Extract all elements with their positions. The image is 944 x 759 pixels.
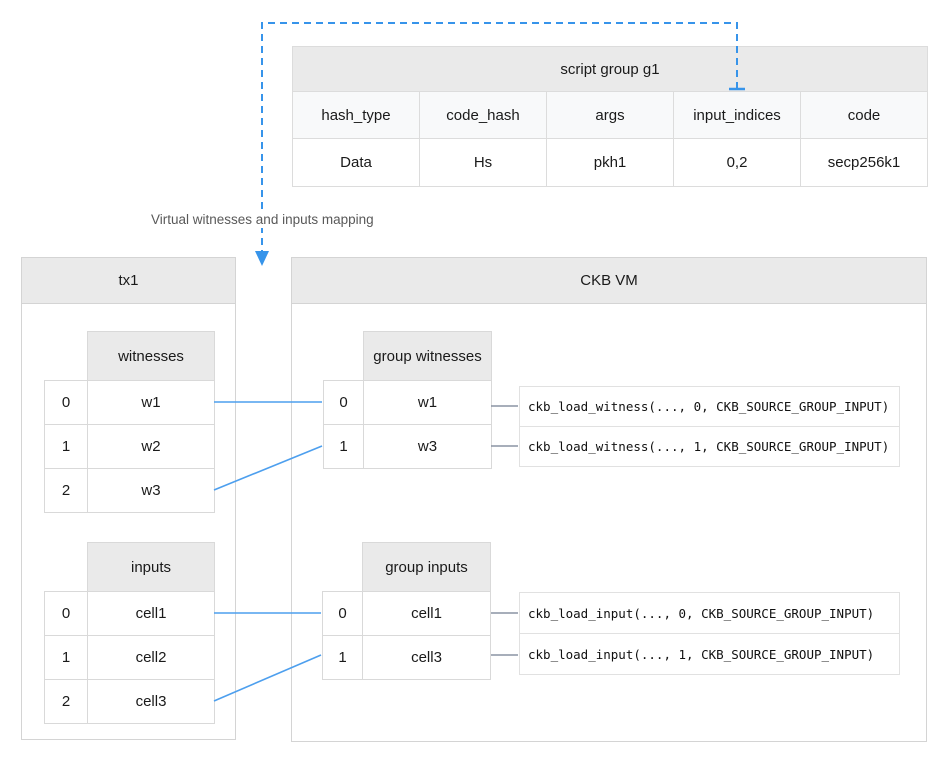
group-witnesses-table: group witnesses 0 w1 1 w3 (323, 331, 492, 469)
spacer-cell (45, 332, 88, 381)
input-index: 1 (44, 635, 88, 680)
cell-code: secp256k1 (800, 138, 928, 187)
group-input-index: 1 (322, 635, 363, 680)
spacer-cell (45, 543, 88, 592)
table-row: 1 cell3 (322, 635, 491, 680)
group-witness-index: 1 (323, 424, 364, 469)
cell-args: pkh1 (546, 138, 674, 187)
table-row: 0 cell1 (44, 591, 215, 636)
group-witness-index: 0 (323, 380, 364, 425)
group-input-index: 0 (322, 591, 363, 636)
ckb-vm-title: CKB VM (580, 272, 638, 289)
code-call-load-input-1: ckb_load_input(..., 1, CKB_SOURCE_GROUP_… (519, 633, 900, 675)
group-inputs-header: group inputs (362, 542, 491, 592)
table-row: inputs (45, 542, 215, 592)
input-value: cell2 (87, 635, 215, 680)
group-witnesses-header: group witnesses (363, 331, 492, 381)
witness-value: w1 (87, 380, 215, 425)
witness-value: w3 (87, 468, 215, 513)
group-input-value: cell1 (362, 591, 491, 636)
column-header-input-indices: input_indices (673, 91, 801, 139)
table-row: 1 w2 (44, 424, 215, 469)
column-header-code-hash: code_hash (419, 91, 547, 139)
code-call-load-witness-0: ckb_load_witness(..., 0, CKB_SOURCE_GROU… (519, 386, 900, 427)
cell-code-hash: Hs (419, 138, 547, 187)
ckb-vm-header: CKB VM (292, 258, 926, 304)
table-row: hash_type code_hash args input_indices c… (292, 91, 928, 139)
column-header-args: args (546, 91, 674, 139)
witness-value: w2 (87, 424, 215, 469)
table-row: group witnesses (324, 331, 492, 381)
table-row: 0 w1 (44, 380, 215, 425)
column-header-code: code (800, 91, 928, 139)
input-index: 0 (44, 591, 88, 636)
table-row: 2 cell3 (44, 679, 215, 724)
group-inputs-table: group inputs 0 cell1 1 cell3 (322, 542, 491, 680)
table-row: 1 w3 (323, 424, 492, 469)
spacer-cell (323, 543, 363, 592)
script-group-title: script group g1 (292, 46, 928, 92)
group-witness-value: w1 (363, 380, 492, 425)
witness-index: 2 (44, 468, 88, 513)
table-row: 0 cell1 (322, 591, 491, 636)
witness-index: 1 (44, 424, 88, 469)
code-call-load-witness-1: ckb_load_witness(..., 1, CKB_SOURCE_GROU… (519, 426, 900, 467)
cell-input-indices: 0,2 (673, 138, 801, 187)
script-group-table: script group g1 hash_type code_hash args… (292, 46, 928, 187)
table-row: witnesses (45, 331, 215, 381)
mapping-annotation-label: Virtual witnesses and inputs mapping (146, 211, 379, 228)
table-row: 2 w3 (44, 468, 215, 513)
column-header-hash-type: hash_type (292, 91, 420, 139)
table-row: Data Hs pkh1 0,2 secp256k1 (292, 138, 928, 187)
cell-hash-type: Data (292, 138, 420, 187)
tx1-header: tx1 (22, 258, 235, 304)
arrow-head-down-icon (255, 251, 269, 266)
input-value: cell1 (87, 591, 215, 636)
table-row: group inputs (323, 542, 491, 592)
group-witness-value: w3 (363, 424, 492, 469)
table-row: script group g1 (292, 46, 928, 92)
witness-index: 0 (44, 380, 88, 425)
inputs-table: inputs 0 cell1 1 cell2 2 cell3 (44, 542, 215, 724)
input-index: 2 (44, 679, 88, 724)
inputs-header: inputs (87, 542, 215, 592)
witnesses-header: witnesses (87, 331, 215, 381)
table-row: 0 w1 (323, 380, 492, 425)
code-call-load-input-0: ckb_load_input(..., 0, CKB_SOURCE_GROUP_… (519, 592, 900, 634)
table-row: 1 cell2 (44, 635, 215, 680)
group-input-value: cell3 (362, 635, 491, 680)
tx1-title: tx1 (118, 272, 139, 289)
witnesses-table: witnesses 0 w1 1 w2 2 w3 (44, 331, 215, 513)
input-value: cell3 (87, 679, 215, 724)
spacer-cell (324, 332, 364, 381)
